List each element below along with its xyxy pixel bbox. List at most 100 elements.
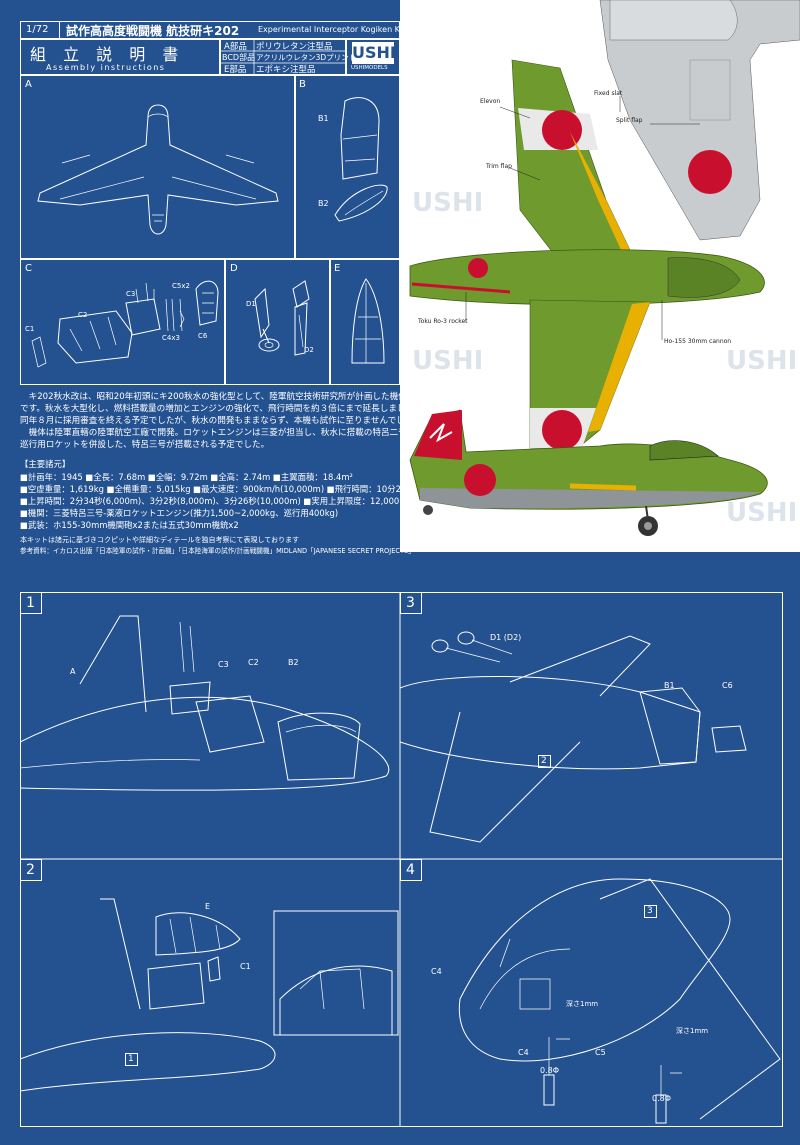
part-c-drawings <box>31 280 219 368</box>
step-1-number: 1 <box>26 595 35 611</box>
part-mat-a: ポリウレタン注型品 <box>256 42 333 52</box>
part-c1-label: C1 <box>25 325 35 333</box>
side-view-hinomaru <box>464 464 496 496</box>
panel-c-label: C <box>25 263 32 274</box>
panel-e <box>330 259 400 385</box>
step-2-number-box <box>20 859 42 881</box>
color-profile: Elevon Fixed slat Split flap Trim flap T… <box>400 0 800 552</box>
panel-a <box>20 75 295 259</box>
step-4-drill-b: 0.8Φ <box>652 1094 672 1103</box>
part-code-a: A部品 <box>224 42 247 52</box>
step-1-drawing <box>20 615 390 791</box>
logo-box <box>346 39 400 75</box>
assembly-jp: 組 立 説 明 書 <box>30 45 185 64</box>
assembly-box <box>20 39 220 75</box>
upper-wing-hinomaru <box>542 110 582 150</box>
step-2-ref: 1 <box>128 1054 134 1064</box>
description-line-5: 巡行用ロケットを併設した、特呂三号が搭載される予定でした。 <box>20 440 270 450</box>
panel-d-label: D <box>230 263 238 274</box>
watermark-logo-2: USHI <box>412 346 484 376</box>
part-mat-bcd: アクリルウレタン3Dプリント <box>256 53 357 62</box>
step-4-label-c4-b: C4 <box>518 1048 529 1057</box>
panel-b-label: B <box>299 79 306 90</box>
watermark-logo-1: USHI <box>412 188 484 218</box>
step-4-number: 4 <box>406 862 415 878</box>
step-4-number-box <box>400 859 422 881</box>
step-4-ref: 3 <box>647 906 653 916</box>
watermark-logo-3: USHI <box>726 346 798 376</box>
step-3-number: 3 <box>406 595 415 611</box>
part-c2-label: C2 <box>78 311 88 319</box>
step-2-number: 2 <box>26 862 35 878</box>
callout-split-flap: Split flap <box>616 117 643 124</box>
part-mat-e: エポキシ注型品 <box>256 65 316 75</box>
step-2-label-c1: C1 <box>240 962 251 971</box>
step-4-drawing <box>458 878 781 1124</box>
spec-line-4: ■機関：三菱特呂三号-薬液ロケットエンジン(推力1,500~2,000kg、巡行… <box>20 508 339 518</box>
step-3-label-d1: D1 (D2) <box>490 633 522 642</box>
part-c6-label: C6 <box>198 332 208 340</box>
callout-cannon: Ho-155 30mm cannon <box>664 338 732 345</box>
scale-box <box>20 21 60 39</box>
step-4-label-c5: C5 <box>595 1048 606 1057</box>
step-3-ref: 2 <box>541 756 547 766</box>
panel-d <box>225 259 330 385</box>
spec-line-1: ■計画年：1945 ■全長：7.68m ■全幅：9.72m ■全高：2.74m … <box>20 472 353 482</box>
panel-e-label: E <box>334 263 341 274</box>
side-view-fuselage <box>409 409 768 510</box>
step-4-label-c4-a: C4 <box>431 967 442 976</box>
step-1-label-a: A <box>70 667 76 676</box>
side-view-tail <box>414 410 462 460</box>
step-4-ref-box <box>644 905 657 918</box>
part-d2-label: D2 <box>304 346 314 354</box>
note-2: 参考資料：イカロス出版「日本陸軍の試作・計画機」「日本陸海軍の試作/計画戦闘機」… <box>20 547 415 555</box>
callout-trim-flap: Trim flap <box>486 163 512 170</box>
step-1-number-box <box>20 592 42 614</box>
spec-line-3: ■上昇時間：2分34秒(6,000m)、3分2秒(8,000m)、3分26秒(1… <box>20 496 408 506</box>
description-line-2: です。秋水を大型化し、燃料搭載量の増加とエンジンの強化で、飛行時間を約３倍にまで… <box>20 404 423 414</box>
spec-line-2: ■空虚重量：1,619kg ■全備重量：5,015kg ■最大速度：900km/… <box>20 484 415 494</box>
panel-b <box>295 75 400 259</box>
callout-rocket: Toku Ro-3 rocket <box>418 318 468 325</box>
step-1-label-b2: B2 <box>288 658 299 667</box>
part-c5-label: C5x2 <box>172 282 190 290</box>
part-b1-label: B1 <box>318 114 329 123</box>
underside-hinomaru <box>688 150 732 194</box>
logo: USHI <box>352 42 396 64</box>
callout-elevon: Elevon <box>480 98 501 105</box>
title-jp: 試作高高度戦闘機 航技研キ202 <box>66 24 240 38</box>
step-4-depth-b: 深さ1mm <box>676 1027 709 1035</box>
step-1-label-c2: C2 <box>248 658 259 667</box>
parts-legend <box>220 39 346 75</box>
step-2-ref-box <box>125 1053 138 1066</box>
part-code-bcd: BCD部品 <box>222 53 256 62</box>
color-profile-art <box>409 0 800 536</box>
step-3-drawing <box>400 631 747 843</box>
description-line-4: 機体は陸軍直轄の陸軍航空工廠で開発。ロケットエンジンは三菱が担当し、秋水に搭載の… <box>20 428 416 438</box>
part-a-airframe <box>37 104 279 235</box>
part-e-canopy <box>351 278 385 364</box>
callout-fixed-slat: Fixed slat <box>594 90 623 97</box>
logo-sub: USHIMODELS <box>351 65 388 71</box>
part-c3-label: C3 <box>126 290 136 298</box>
watermark-logo-4: USHI <box>726 498 798 528</box>
description-line-1: キ202秋水改は、昭和20年初頭にキ200秋水の強化型として、陸軍航空技術研究所… <box>20 392 407 402</box>
part-b-drawings <box>334 97 388 222</box>
step-3-label-b1: B1 <box>664 681 675 690</box>
fuselage-top-hinomaru <box>468 258 488 278</box>
legend-grid <box>220 39 346 75</box>
step-1-label-c3: C3 <box>218 660 229 669</box>
part-code-e: E部品 <box>224 65 247 75</box>
assembly-en: Assembly instructions <box>46 63 166 72</box>
spec-line-5: ■武装：ホ155-30mm機関砲x2または五式30mm機銃x2 <box>20 520 239 530</box>
part-d1-label: D1 <box>246 300 256 308</box>
step-3-ref-box <box>538 755 551 768</box>
specs-heading: 【主要諸元】 <box>20 459 71 469</box>
step-3-number-box <box>400 592 422 614</box>
step-4-drill-a: 0.8Φ <box>540 1066 560 1075</box>
panel-c <box>20 259 225 385</box>
step-4-depth-a: 深さ1mm <box>566 1000 599 1008</box>
title-en: Experimental Interceptor Kogiken Ki-202 <box>258 25 421 34</box>
part-b2-label: B2 <box>318 199 329 208</box>
part-c4-label: C4x3 <box>162 334 180 342</box>
